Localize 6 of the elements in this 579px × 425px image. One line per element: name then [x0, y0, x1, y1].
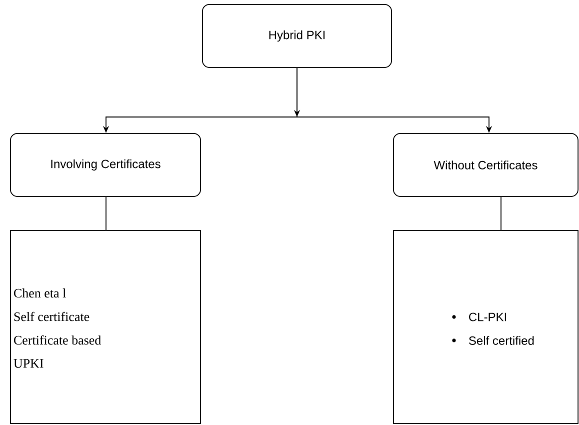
connector	[500, 196, 502, 230]
bulleted-list-box: CL-PKI Self certified	[393, 230, 578, 424]
process-box: Involving Certificates	[10, 133, 201, 197]
text-box: Chen eta l Self certificate Certificate based UPKI	[10, 230, 201, 424]
process-box: Without Certificates	[393, 133, 578, 197]
process-box: Hybrid PKI	[202, 4, 392, 68]
